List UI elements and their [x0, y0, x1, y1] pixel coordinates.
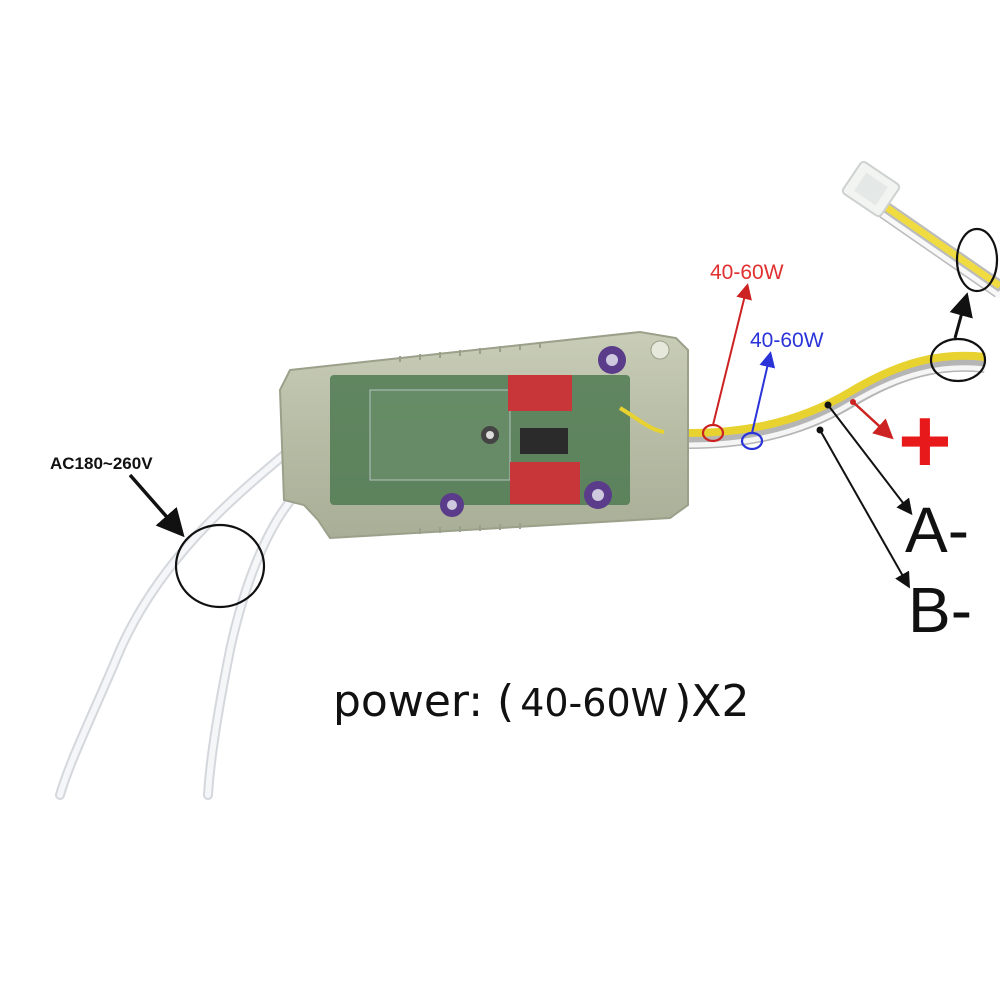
- input-voltage-label: AC180~260V: [50, 454, 153, 473]
- driver-case: [278, 330, 689, 540]
- input-cable-marker: [174, 523, 266, 609]
- power-rating-caption: power: (40-60W)X2: [333, 680, 750, 724]
- power-value: 40-60W: [520, 681, 669, 725]
- output-cable: [659, 192, 1000, 449]
- negative-a-terminal-label: A-: [905, 494, 969, 566]
- output-cable-marker: [929, 337, 987, 383]
- red-channel-power-label: 40-60W: [710, 261, 784, 284]
- power-prefix: power: (: [333, 676, 515, 727]
- connector-cable-marker: [955, 227, 999, 293]
- jst-connector: [841, 160, 901, 218]
- input-cable: [55, 450, 305, 800]
- annotation-arrows: [128, 283, 973, 589]
- power-suffix: )X2: [674, 676, 750, 727]
- positive-terminal-label: +: [898, 390, 952, 492]
- blue-channel-power-label: 40-60W: [750, 329, 824, 352]
- negative-b-terminal-label: B-: [908, 574, 972, 646]
